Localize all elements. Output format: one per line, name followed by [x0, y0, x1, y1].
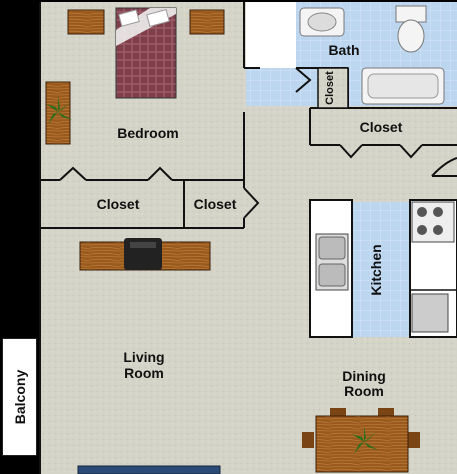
label-closet-bed-right: Closet [194, 196, 237, 212]
label-balcony: Balcony [11, 369, 28, 425]
bed [115, 7, 177, 99]
balcony-area: Balcony [2, 338, 37, 456]
label-closet-bed-left: Closet [97, 196, 140, 212]
tv-icon [124, 238, 162, 270]
closet-doors [59, 67, 457, 219]
sofa [77, 465, 221, 474]
dresser [45, 81, 71, 145]
dishwasher [411, 293, 449, 333]
label-closet-bath: Closet [324, 71, 336, 105]
plant-icon [352, 426, 378, 454]
label-dining-2: Room [344, 383, 384, 399]
nightstand-left [67, 9, 105, 35]
plant-icon [46, 96, 72, 124]
label-living-1: Living [123, 349, 164, 365]
walls [39, 2, 457, 474]
label-dining-1: Dining [342, 368, 386, 384]
nightstand-right [189, 9, 225, 35]
label-closet-hall: Closet [360, 119, 403, 135]
stove [411, 201, 455, 243]
label-living-2: Room [124, 365, 164, 381]
bath-closet-box [317, 67, 349, 109]
kitchen-sink [315, 233, 349, 291]
label-kitchen: Kitchen [368, 244, 384, 295]
kitchen-floor [352, 202, 410, 337]
label-bath: Bath [328, 42, 359, 58]
bath-fixtures [299, 5, 445, 105]
label-bedroom: Bedroom [117, 125, 178, 141]
